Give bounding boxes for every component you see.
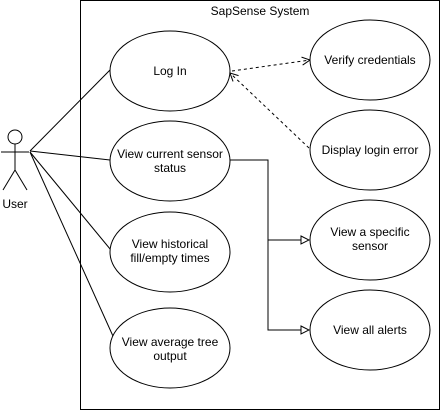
usecase-login-error[interactable] <box>309 109 431 191</box>
actor-label: User <box>2 197 27 211</box>
dependency-login-verify[interactable] <box>231 60 310 72</box>
usecase-login[interactable] <box>109 30 231 112</box>
usecase-all-alerts[interactable] <box>309 289 431 371</box>
generalization-specific-sensor[interactable] <box>230 159 309 240</box>
usecase-average-output[interactable] <box>109 307 231 389</box>
association-login[interactable] <box>29 69 111 152</box>
association-current-status[interactable] <box>29 150 111 161</box>
actor-leg-right <box>14 169 28 191</box>
dependency-error-login[interactable] <box>230 73 310 149</box>
association-average-output[interactable] <box>29 151 118 346</box>
usecase-historical[interactable] <box>109 211 231 293</box>
actor-leg-left <box>2 169 16 191</box>
actor-head <box>7 129 23 145</box>
usecase-login-error-label: Display login error <box>322 143 419 157</box>
generalization-all-alerts[interactable] <box>267 240 309 330</box>
usecase-verify-credentials[interactable] <box>309 19 431 101</box>
usecase-verify-credentials-label: Verify credentials <box>324 53 415 67</box>
usecase-current-status[interactable] <box>109 120 231 202</box>
actor-user[interactable] <box>1 129 29 191</box>
usecase-all-alerts-label: View all alerts <box>333 323 407 337</box>
association-historical[interactable] <box>29 151 116 256</box>
system-title: SapSense System <box>211 4 310 18</box>
usecase-login-label: Log In <box>153 64 186 78</box>
usecase-specific-sensor[interactable] <box>309 199 431 281</box>
